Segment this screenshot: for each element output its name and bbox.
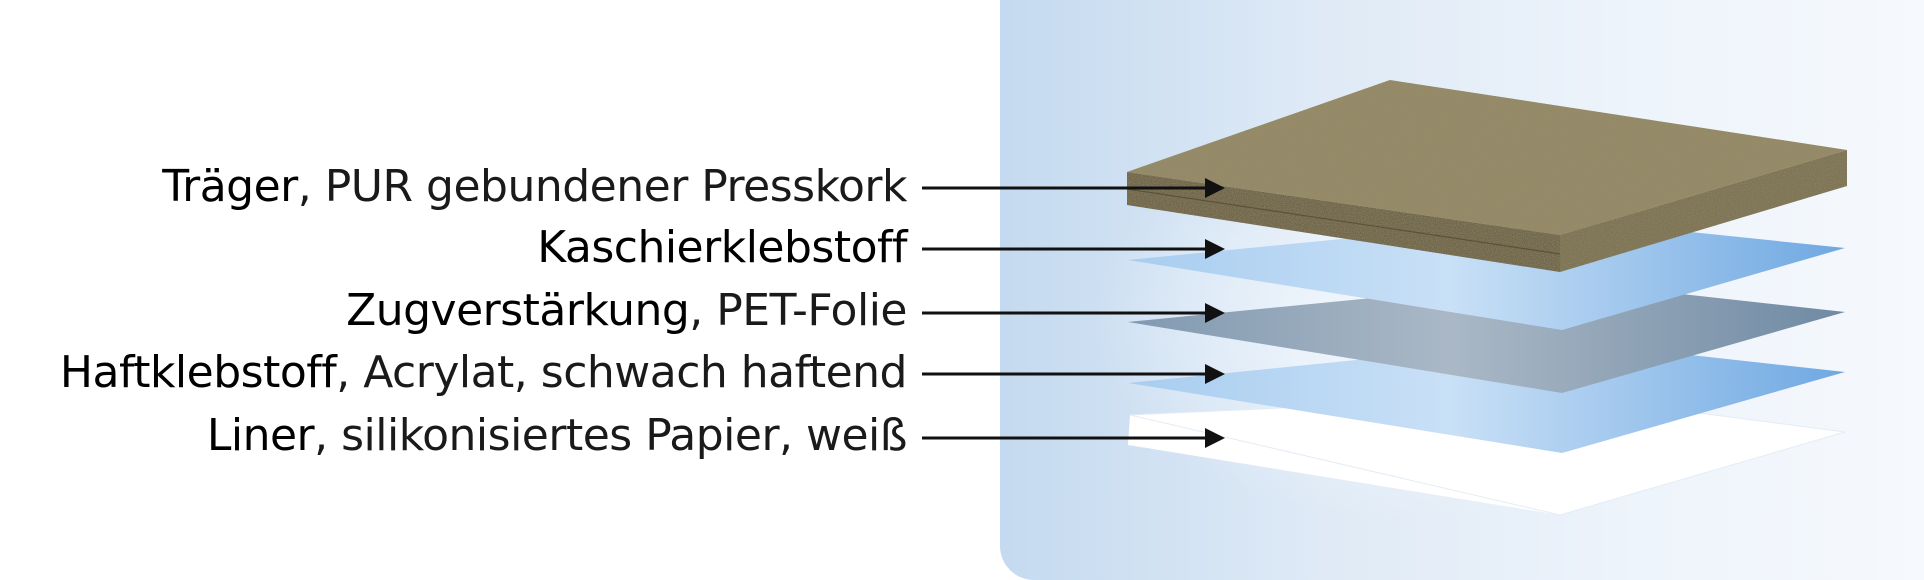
label-detail: , PUR gebundener Presskork [297, 161, 908, 212]
label-key: Träger [162, 161, 298, 212]
label-haftklebstoff: Haftklebstoff, Acrylat, schwach haftend [59, 347, 908, 398]
label-key: Zugverstärkung [346, 285, 690, 336]
label-detail: , Acrylat, schwach haftend [336, 347, 907, 398]
label-detail: , PET-Folie [689, 285, 907, 336]
label-liner: Liner, silikonisiertes Papier, weiß [206, 410, 908, 461]
label-traeger: Träger, PUR gebundener Presskork [162, 162, 907, 212]
label-zugverstaerkung: Zugverstärkung, PET-Folie [346, 286, 907, 336]
label-key: Kaschierklebstoff [537, 222, 907, 273]
label-key: Haftklebstoff [59, 347, 337, 398]
cork-block [1126, 80, 1847, 272]
kaschierklebstoff-sheet [1128, 218, 1845, 330]
arrows [922, 178, 1225, 448]
pet-film-sheet [1128, 280, 1845, 393]
haftklebstoff-sheet [1128, 340, 1845, 453]
label-key: Liner [206, 410, 315, 461]
label-kaschierklebstoff: Kaschierklebstoff [537, 223, 907, 273]
label-detail: , silikonisiertes Papier, weiß [314, 410, 907, 461]
